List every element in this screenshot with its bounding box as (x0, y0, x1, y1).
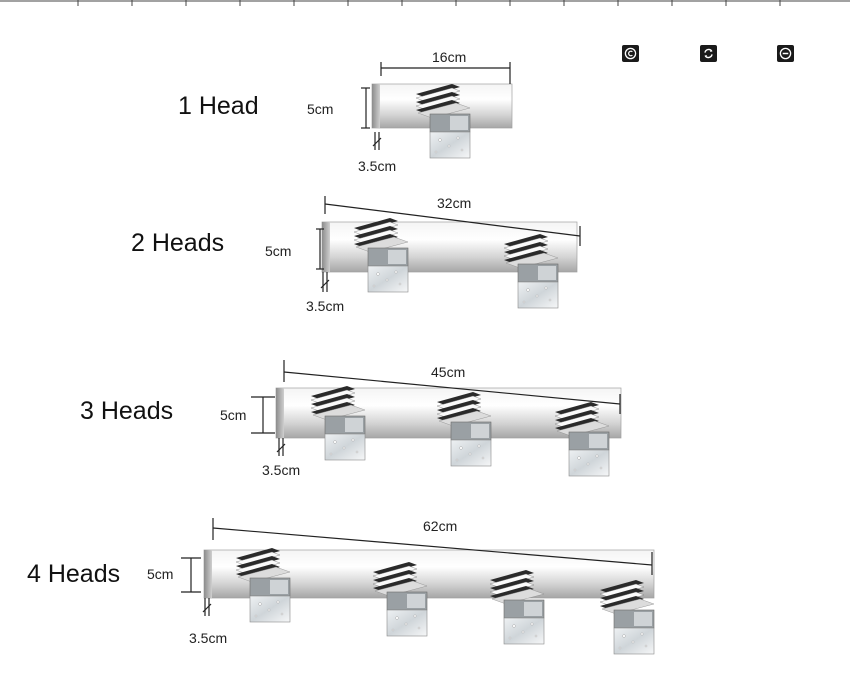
height-label: 5cm (147, 566, 174, 582)
fixture-4-heads (203, 547, 655, 655)
refresh-icon[interactable] (700, 45, 717, 62)
variant-title: 1 Head (178, 92, 259, 120)
variant-title: 2 Heads (131, 229, 225, 257)
copyright-icon[interactable] (622, 45, 639, 62)
width-label: 45cm (431, 364, 466, 380)
top-ruler (0, 0, 850, 6)
fixture-1-head (371, 83, 513, 159)
dimension-lines-1 (361, 62, 511, 150)
height-label: 5cm (265, 243, 292, 259)
dimension-lines-2 (316, 196, 581, 292)
height-label: 5cm (220, 407, 247, 423)
minus-icon[interactable] (777, 45, 794, 62)
fixture-2-heads (321, 217, 578, 309)
height-label: 5cm (307, 101, 334, 117)
depth-label: 3.5cm (189, 630, 228, 646)
variant-title: 4 Heads (27, 560, 121, 588)
variant-title: 3 Heads (80, 397, 174, 425)
dimension-lines-3 (251, 360, 621, 456)
depth-label: 3.5cm (358, 158, 397, 174)
dimension-lines-4 (181, 518, 653, 616)
width-label: 62cm (423, 518, 458, 534)
fixture-3-heads (275, 385, 622, 477)
width-label: 16cm (432, 49, 467, 65)
depth-label: 3.5cm (262, 462, 301, 478)
depth-label: 3.5cm (306, 298, 345, 314)
width-label: 32cm (437, 195, 472, 211)
